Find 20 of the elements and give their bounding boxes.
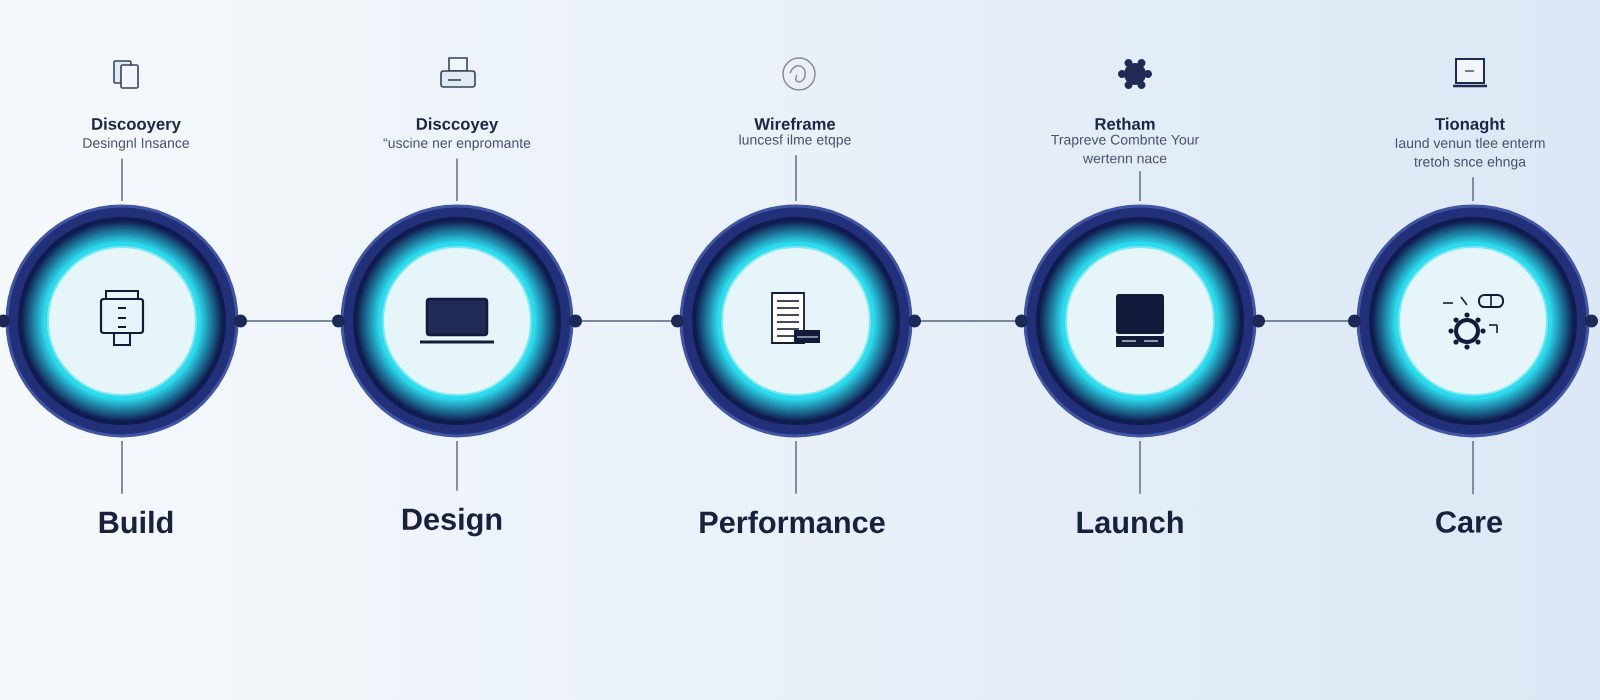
step-label: Design — [402, 507, 502, 537]
step-label: Performance — [700, 510, 885, 534]
step-description: Iaund venun tlee enterm tretoh snce ehnga — [1395, 137, 1545, 170]
step-description: “uscine ner enpromante — [383, 137, 531, 151]
step-label: Build — [99, 510, 173, 534]
step-circle — [1348, 204, 1598, 438]
step-circle — [671, 204, 921, 438]
step-description: Trapreve Combnte Your wertenn nace — [1051, 134, 1199, 164]
step-title: Discooyery — [92, 117, 181, 134]
step-label: Launch — [1077, 510, 1183, 534]
step-label: Care — [1436, 511, 1503, 533]
step-title: Tionaght — [1435, 117, 1505, 134]
step-title: Retham — [1095, 117, 1155, 130]
step-circle — [1015, 204, 1265, 438]
step-title: Wireframe — [754, 117, 836, 130]
step-circle — [0, 204, 247, 438]
step-title: Disccoyey — [416, 117, 499, 134]
step-description: Desingnl Insance — [83, 137, 190, 151]
step-description: luncesf ilme etqpe — [739, 134, 851, 148]
step-circle — [332, 204, 582, 438]
